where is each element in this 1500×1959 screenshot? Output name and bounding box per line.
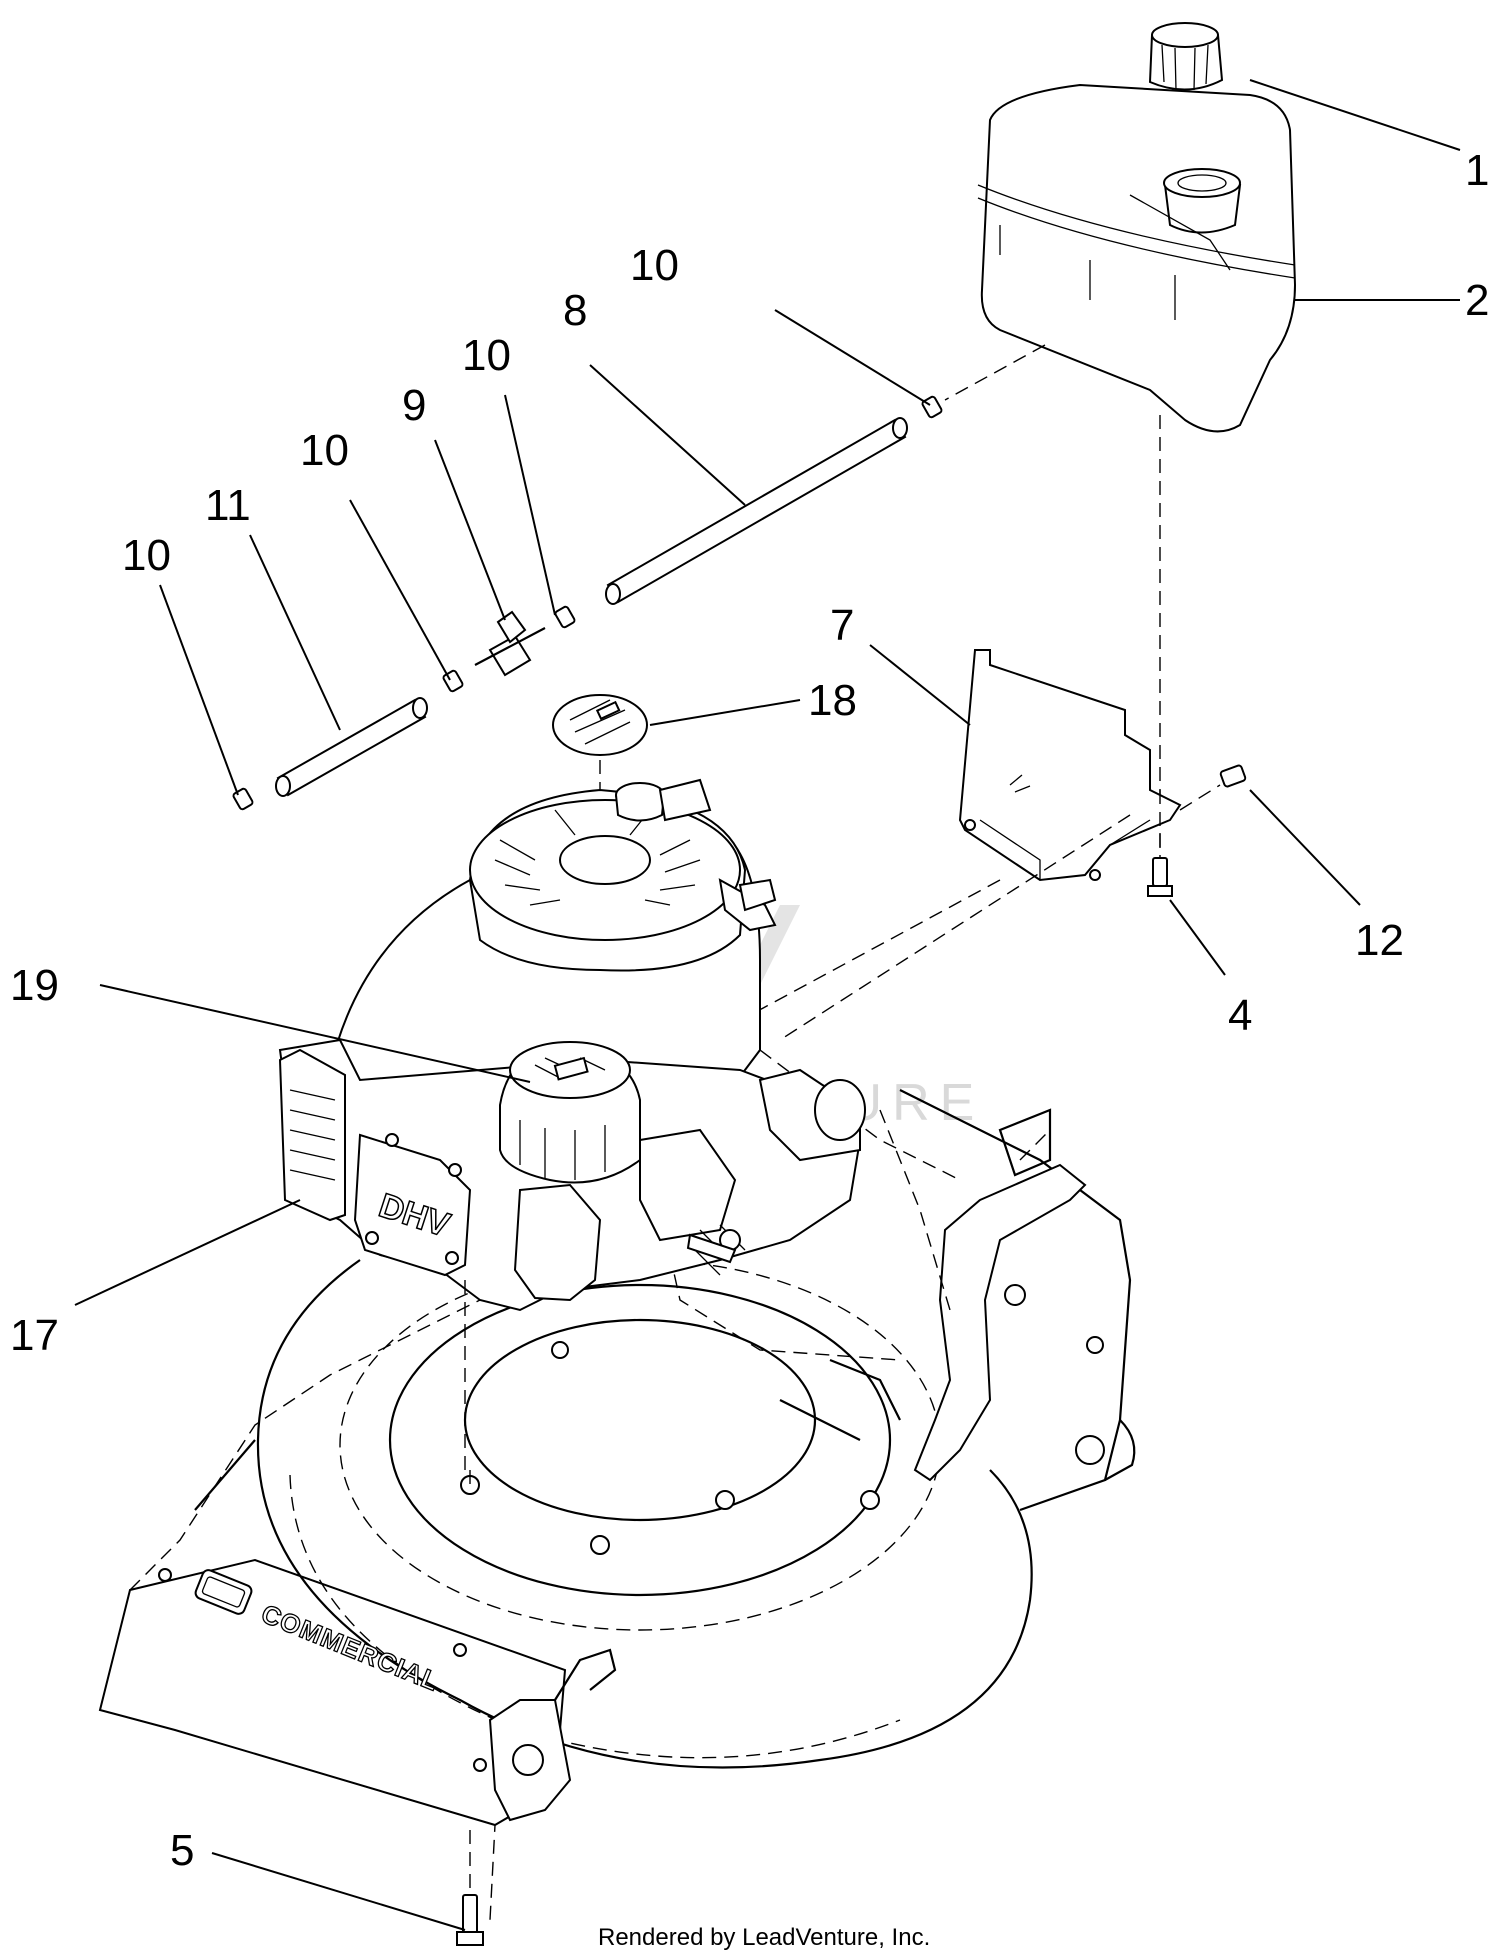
callout-9[interactable]: 9: [402, 381, 426, 430]
callout-10[interactable]: 10: [300, 426, 349, 475]
bolt-12: [1179, 764, 1247, 811]
callout-17[interactable]: 17: [10, 1311, 59, 1360]
leader-lines: [74, 79, 1461, 1931]
fuel-tank: [944, 83, 1297, 860]
callout-10[interactable]: 10: [122, 531, 171, 580]
callout-19[interactable]: 19: [10, 961, 59, 1010]
tank-bracket: [958, 649, 1182, 882]
callout-12[interactable]: 12: [1355, 916, 1404, 965]
bolt-4: [1147, 790, 1173, 897]
callouts: 1 2 10 8 10 9 10 11 10 7 18 12 4 19 17 5: [10, 146, 1489, 1875]
callout-7[interactable]: 7: [830, 601, 854, 650]
callout-10[interactable]: 10: [630, 241, 679, 290]
render-credit: Rendered by LeadVenture, Inc.: [598, 1924, 930, 1951]
callout-10[interactable]: 10: [462, 331, 511, 380]
callout-8[interactable]: 8: [563, 286, 587, 335]
callout-4[interactable]: 4: [1228, 991, 1252, 1040]
callout-5[interactable]: 5: [170, 1826, 194, 1875]
bolt-5: [456, 1830, 484, 1946]
callout-2[interactable]: 2: [1465, 276, 1489, 325]
engine: DHV: [278, 778, 866, 1490]
mower-deck: [98, 1049, 1136, 1921]
callout-18[interactable]: 18: [808, 676, 857, 725]
callout-11[interactable]: 11: [205, 481, 251, 530]
decal-18: [552, 694, 648, 880]
fuel-line-assembly: [232, 395, 943, 811]
callout-1[interactable]: 1: [1465, 146, 1489, 195]
